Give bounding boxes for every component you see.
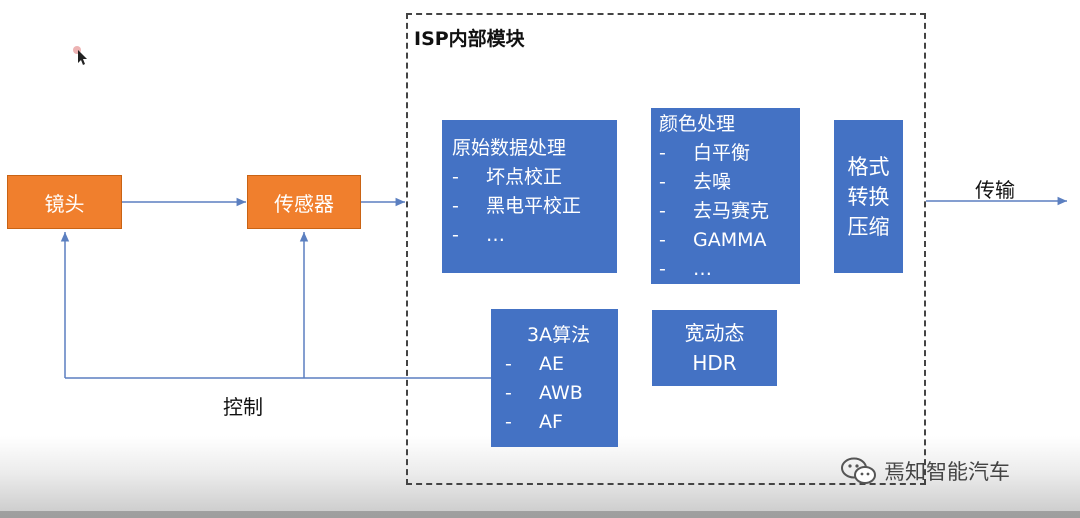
mouse-pointer-icon	[73, 46, 87, 65]
list-item: -AF	[505, 411, 563, 433]
raw-processing-title: 原始数据处理	[452, 137, 567, 159]
list-item: -黑电平校正	[452, 195, 582, 217]
compression-line: 压缩	[847, 214, 890, 239]
watermark-text: 焉知智能汽车	[884, 460, 1010, 484]
list-item: -去噪	[659, 171, 732, 193]
list-item: -坏点校正	[452, 166, 563, 188]
3a-title: 3A算法	[527, 324, 591, 346]
isp-title: ISP内部模块	[414, 28, 525, 50]
hdr-line: HDR	[692, 351, 737, 375]
raw-processing-list: -坏点校正 -黑电平校正 -…	[452, 163, 617, 250]
3a-algorithm-block: 3A算法 -AE -AWB -AF	[491, 309, 618, 447]
format-line: 格式	[847, 154, 890, 179]
list-item: -AE	[505, 353, 565, 375]
control-label: 控制	[223, 395, 263, 419]
wdr-hdr-block: 宽动态 HDR	[652, 310, 777, 386]
isp-module-frame	[406, 13, 926, 485]
bottom-shading	[0, 436, 1080, 518]
lens-block: 镜头	[7, 175, 122, 229]
color-processing-title: 颜色处理	[659, 113, 736, 135]
list-item: -…	[452, 224, 505, 246]
list-item: -AWB	[505, 382, 583, 404]
conversion-line: 转换	[847, 184, 890, 209]
sensor-label: 传感器	[274, 191, 334, 216]
bottom-bar	[0, 511, 1080, 518]
3a-list: -AE -AWB -AF	[505, 350, 618, 437]
color-processing-block: 颜色处理 -白平衡 -去噪 -去马赛克 -GAMMA -…	[651, 108, 800, 284]
list-item: -GAMMA	[659, 229, 767, 251]
lens-label: 镜头	[44, 191, 85, 216]
list-item: -…	[659, 258, 712, 280]
wdr-line: 宽动态	[684, 321, 745, 345]
watermark: 焉知智能汽车	[840, 456, 1010, 486]
wechat-icon	[841, 457, 876, 484]
format-conversion-block: 格式 转换 压缩	[834, 120, 903, 273]
sensor-block: 传感器	[247, 175, 361, 229]
list-item: -白平衡	[659, 142, 751, 164]
list-item: -去马赛克	[659, 200, 770, 222]
raw-data-processing-block: 原始数据处理 -坏点校正 -黑电平校正 -…	[442, 120, 617, 273]
color-processing-list: -白平衡 -去噪 -去马赛克 -GAMMA -…	[659, 139, 800, 284]
transmit-label: 传输	[975, 178, 1015, 202]
